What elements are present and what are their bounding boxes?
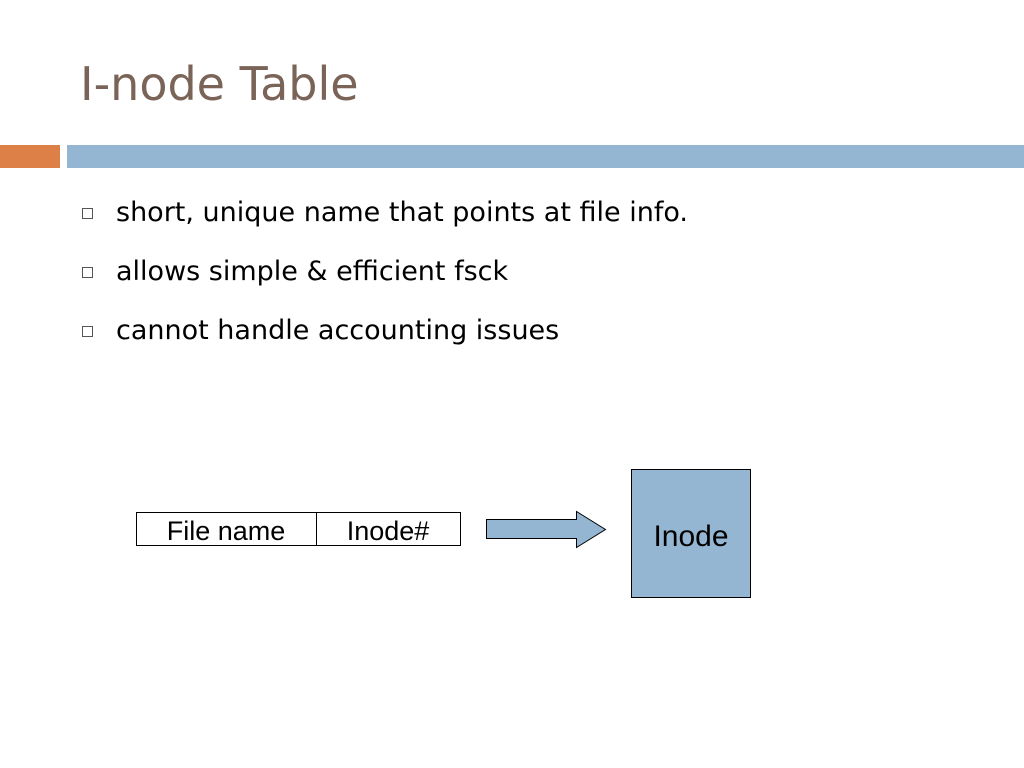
table-cell-file-name: File name	[167, 516, 286, 546]
bullet-text: short, unique name that points at file i…	[116, 197, 688, 228]
bullet-list: short, unique name that points at file i…	[82, 190, 688, 367]
accent-bar-orange	[0, 145, 60, 168]
table-border	[136, 512, 461, 546]
bullet-text: cannot handle accounting issues	[116, 315, 560, 346]
bullet-item: allows simple & efficient fsck	[82, 249, 688, 308]
bullet-item: short, unique name that points at file i…	[82, 190, 688, 249]
accent-bar-blue	[67, 145, 1024, 168]
bullet-item: cannot handle accounting issues	[82, 308, 688, 367]
slide-title: I-node Table	[80, 57, 359, 111]
right-arrow-icon	[486, 510, 607, 549]
inode-box-rect	[631, 469, 751, 598]
inode-box: Inode	[631, 469, 751, 598]
bullet-text: allows simple & efficient fsck	[116, 256, 509, 287]
square-bullet-icon	[82, 326, 93, 337]
inode-box-label: Inode	[653, 520, 728, 553]
directory-entry-table: File name Inode#	[136, 512, 461, 546]
table-cell-inode-number: Inode#	[347, 516, 430, 546]
square-bullet-icon	[82, 208, 93, 219]
square-bullet-icon	[82, 267, 93, 278]
